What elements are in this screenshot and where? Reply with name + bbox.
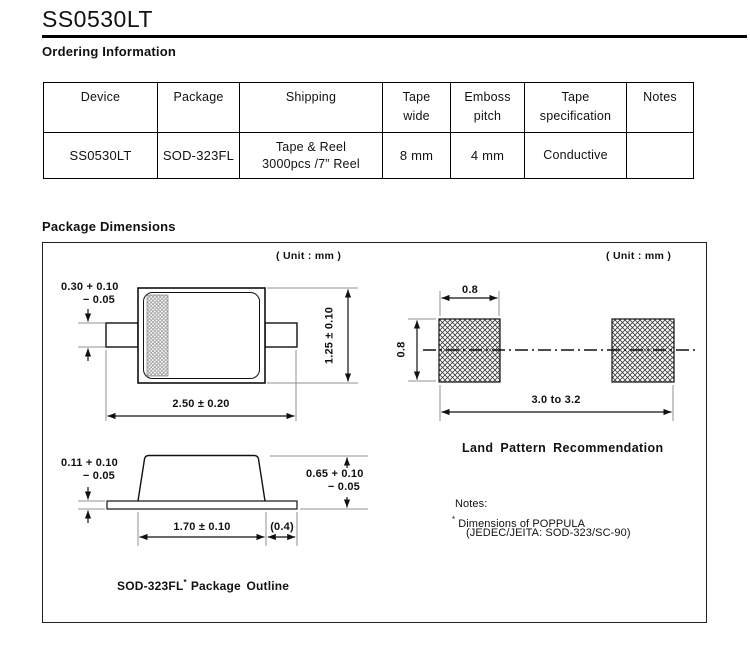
dim-pad-span: 3.0 to 3.2 <box>531 394 581 406</box>
cell-shipping-line2: 3000pcs /7” Reel <box>262 156 360 171</box>
dim-body-height: 1.25 ± 0.10 <box>323 306 336 365</box>
col-header-emboss-pitch: Emboss pitch <box>450 82 525 133</box>
unit-label-left: ( Unit : mm ) <box>276 250 342 262</box>
header-label: specification <box>539 109 612 123</box>
cell-shipping-line1: Tape & Reel <box>275 139 347 154</box>
cell-tape-specification: Conductive <box>524 132 627 179</box>
dim-lead-height: 0.11 + 0.10 − 0.05 <box>61 457 118 483</box>
table-row: SS0530LT SOD-323FL Tape & Reel 3000pcs /… <box>43 132 694 179</box>
dim-value: − 0.05 <box>82 294 115 306</box>
body-inner-outline <box>143 292 260 379</box>
notes-asterisk: * <box>452 515 456 524</box>
col-header-tape-specification: Tape specification <box>524 82 627 133</box>
notes-line1-text: Dimensions of POPPULA <box>458 517 586 530</box>
dim-value: − 0.05 <box>82 470 115 482</box>
caption-asterisk: * <box>183 578 187 587</box>
dim-value: 0.65 + 0.10 <box>306 468 364 480</box>
dim-lead-thickness: 0.30 + 0.10 − 0.05 <box>61 281 119 307</box>
cell-shipping: Tape & Reel 3000pcs /7” Reel <box>239 132 383 179</box>
header-label: Notes <box>643 90 677 104</box>
ordering-table: Device Package Shipping Tape wide Emboss… <box>43 82 694 179</box>
dim-value: − 0.05 <box>327 481 360 493</box>
lead-strip <box>106 500 298 510</box>
caption-suffix: Package Outline <box>190 579 290 593</box>
cathode-band <box>146 294 169 377</box>
dim-value: 0.11 + 0.10 <box>61 457 118 469</box>
cell-notes <box>626 132 694 179</box>
notes-line2: (JEDEC/JEITA: SOD-323/SC-90) <box>466 527 631 539</box>
dim-profile-height: 0.65 + 0.10 − 0.05 <box>306 468 364 494</box>
section-heading-dimensions: Package Dimensions <box>42 219 176 234</box>
cell-package: SOD-323FL <box>157 132 240 179</box>
right-lead <box>264 322 298 348</box>
notes-label: Notes: <box>455 498 488 510</box>
caption-package-name: SOD-323FL <box>117 579 184 593</box>
cell-tape-wide: 8 mm <box>382 132 451 179</box>
left-lead <box>105 322 139 348</box>
col-header-device: Device <box>43 82 158 133</box>
dim-pad-height: 0.8 <box>395 341 408 358</box>
header-label: wide <box>403 109 430 123</box>
side-view-drawing <box>78 454 368 546</box>
land-pattern-drawing <box>408 291 696 421</box>
dimension-line-art <box>78 287 696 546</box>
dim-pad-width: 0.8 <box>462 284 478 296</box>
header-label: Shipping <box>285 90 337 104</box>
col-header-notes: Notes <box>626 82 694 133</box>
package-outline-caption: SOD-323FL*Package Outline <box>117 578 289 593</box>
dim-overall-width: 2.50 ± 0.20 <box>172 398 230 410</box>
notes-line1: *Dimensions of POPPULA <box>452 513 585 531</box>
table-header-row: Device Package Shipping Tape wide Emboss… <box>43 82 694 133</box>
col-header-tape-wide: Tape wide <box>382 82 451 133</box>
cell-device: SS0530LT <box>43 132 158 179</box>
header-label: Tape <box>402 90 431 104</box>
header-label: Emboss <box>464 90 511 104</box>
col-header-package: Package <box>157 82 240 133</box>
dim-value: 0.30 + 0.10 <box>61 281 119 293</box>
body-profile <box>137 454 266 502</box>
land-pattern-caption: Land Pattern Recommendation <box>462 441 664 455</box>
front-view-drawing <box>78 287 358 421</box>
page-title: SS0530LT <box>42 6 153 32</box>
unit-label-right: ( Unit : mm ) <box>606 250 672 262</box>
section-heading-ordering: Ordering Information <box>42 44 176 59</box>
header-label: pitch <box>473 109 502 123</box>
dim-terminal-length: (0.4) <box>270 521 294 533</box>
header-label: Tape <box>561 90 590 104</box>
col-header-shipping: Shipping <box>239 82 383 133</box>
dim-body-width: 1.70 ± 0.10 <box>173 521 231 533</box>
header-label: Package <box>173 90 224 104</box>
title-rule <box>42 35 747 38</box>
header-label: Device <box>80 90 121 104</box>
cell-emboss-pitch: 4 mm <box>450 132 525 179</box>
